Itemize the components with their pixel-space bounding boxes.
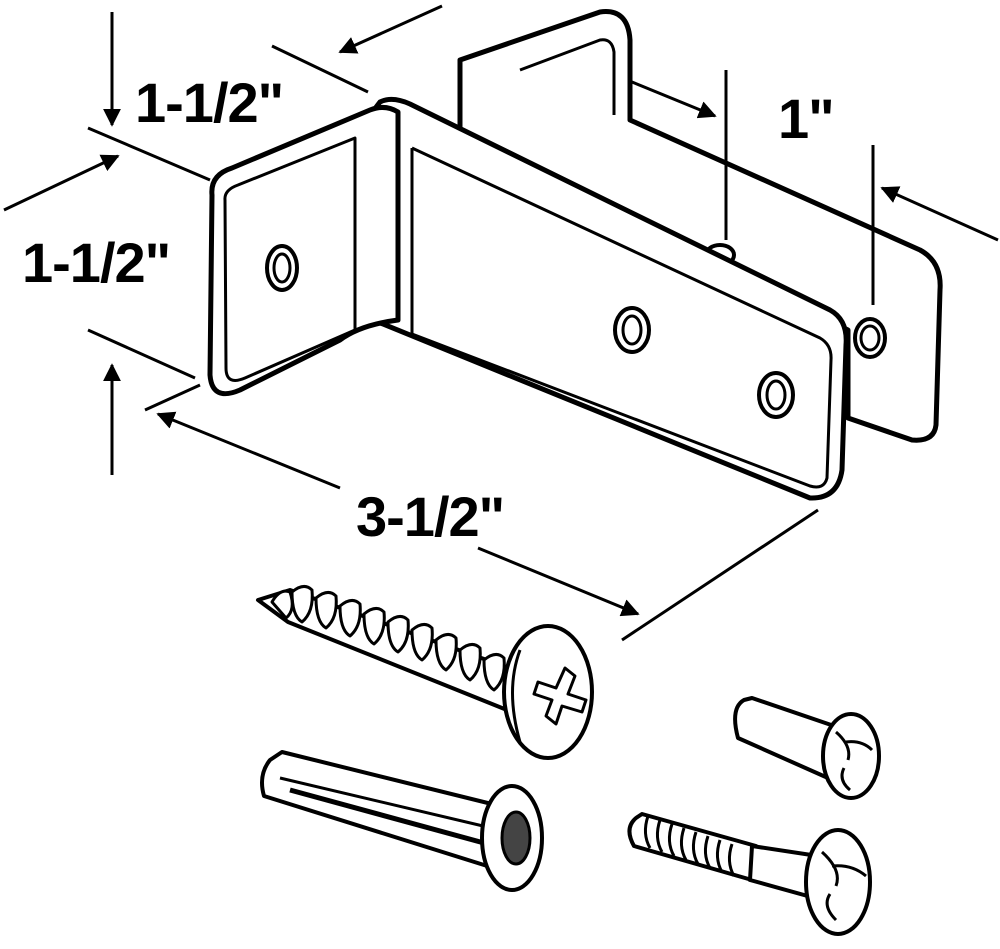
bracket-web [352,96,849,501]
back-flange-inner-edge [519,38,616,115]
dimension-flange-depth: 1" [778,87,834,150]
web-hole [613,306,651,354]
u-channel-bracket-icon [207,9,943,501]
machine-screw-icon [627,812,872,936]
back-flange [457,9,943,443]
dimension-height: 1-1/2" [22,231,170,294]
front-flange [207,104,401,397]
front-flange-hole [265,244,299,292]
dimension-lines [3,4,999,642]
tapping-screw-icon [256,585,594,760]
barrel-nut-icon [733,696,881,800]
dimension-length: 3-1/2" [356,485,504,548]
dimension-top-width: 1-1/2" [135,71,283,134]
back-flange-hole [853,317,887,359]
web-hole [757,371,795,419]
plastic-anchor-icon [260,750,544,892]
